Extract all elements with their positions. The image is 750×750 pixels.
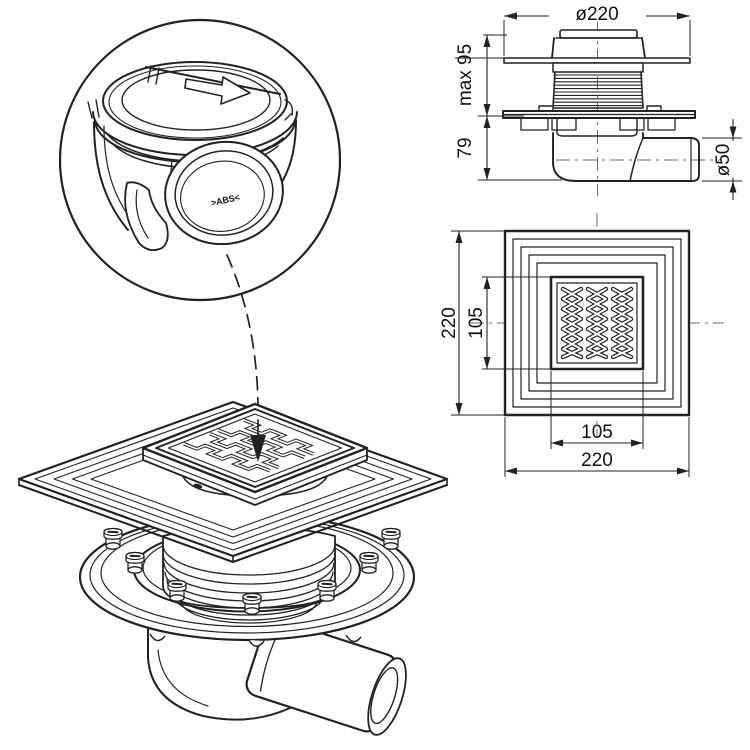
dim-inner-width: 105 xyxy=(581,422,613,443)
dim-outer-width: 220 xyxy=(581,450,613,471)
flow-direction-arrow-icon xyxy=(184,76,251,105)
brand-mark xyxy=(193,483,203,489)
dim-top-diameter: ø220 xyxy=(575,4,618,25)
leader-arrowhead-overlay xyxy=(250,419,266,462)
grate-pattern xyxy=(560,286,634,360)
side-elevation-view: ø220 max 95 79 ø50 xyxy=(455,4,742,200)
flange-screws xyxy=(103,527,401,615)
pipe-opening xyxy=(367,657,407,736)
detail-view-circle: >ABS< xyxy=(58,18,342,302)
screw xyxy=(359,551,379,574)
grate-frame xyxy=(549,275,645,371)
plan-view: 220 105 105 220 xyxy=(439,213,724,477)
screw xyxy=(125,551,145,574)
screw xyxy=(167,579,187,602)
dim-height-lower: 79 xyxy=(455,137,476,158)
dim-outlet-diameter: ø50 xyxy=(713,144,734,177)
outlet-pipe xyxy=(245,617,407,736)
outlet-pipe-side xyxy=(629,137,700,182)
screw xyxy=(381,527,401,550)
isometric-view xyxy=(17,400,449,736)
dim-outer-height: 220 xyxy=(439,307,460,339)
valve-insert-drawing: >ABS< xyxy=(87,61,298,252)
lid-chord-line xyxy=(145,66,281,95)
screw xyxy=(103,527,123,550)
leader-dashed-line xyxy=(226,254,259,421)
valve-bowl xyxy=(164,140,284,246)
screw xyxy=(317,579,337,602)
screw xyxy=(242,592,262,615)
dim-inner-height: 105 xyxy=(466,307,487,339)
bellows-corrugation xyxy=(553,74,643,107)
dim-height-max: max 95 xyxy=(455,44,476,106)
